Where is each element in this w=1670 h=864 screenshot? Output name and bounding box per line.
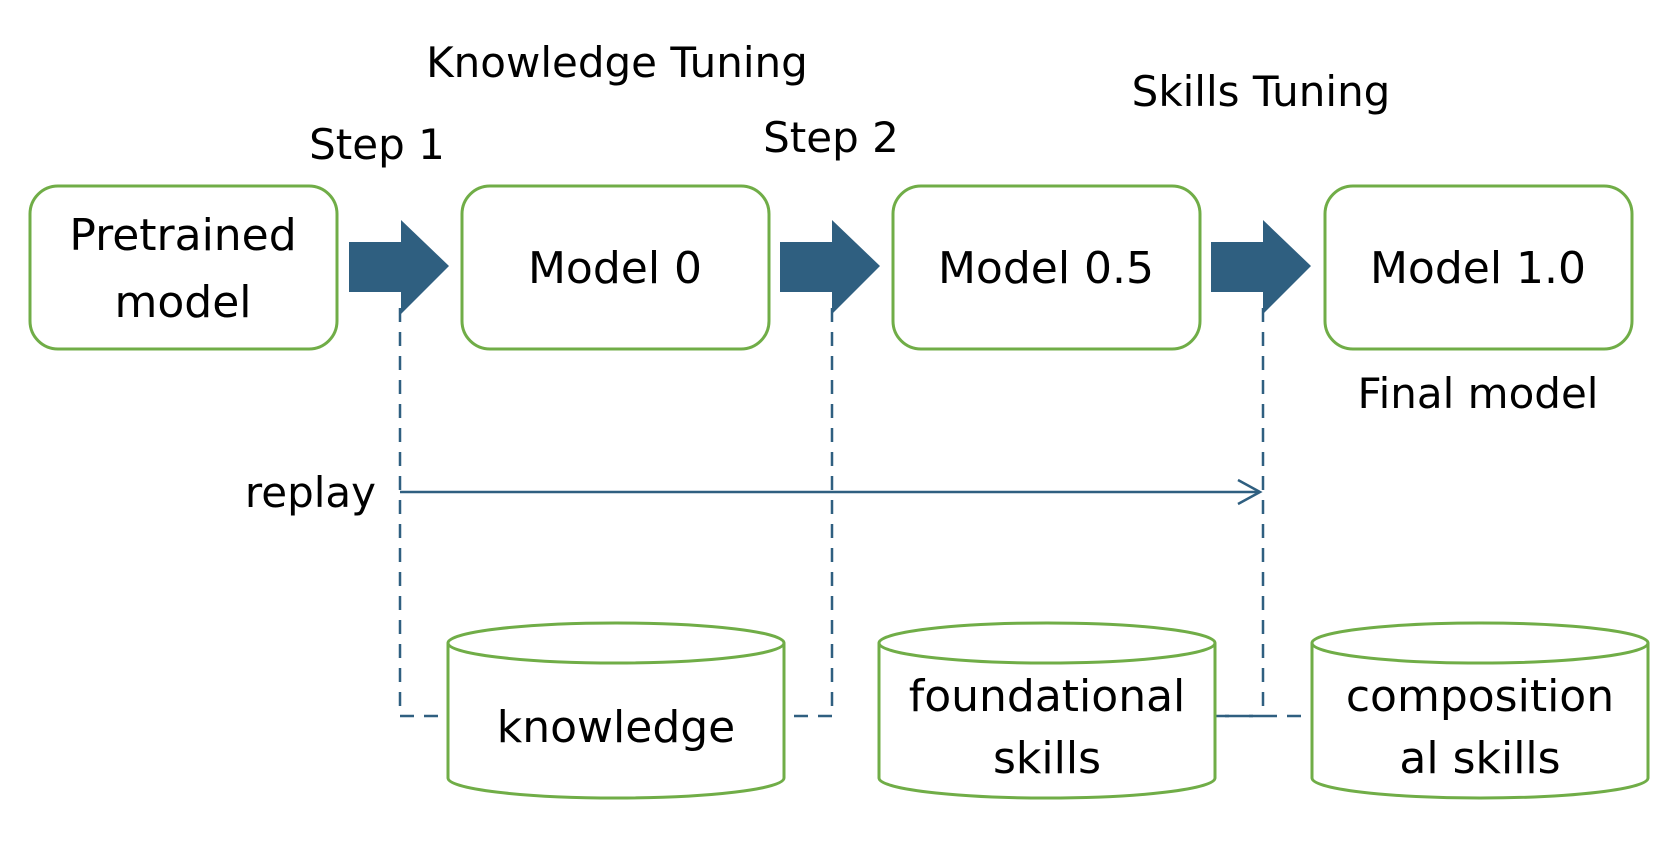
- model-box-0-5: Model 0.5: [891, 184, 1202, 351]
- model-1-0-label: Model 1.0: [1370, 243, 1586, 294]
- dataset-knowledge: knowledge: [446, 621, 786, 800]
- step2-arrow: [780, 220, 880, 314]
- dataset-foundational-line2: skills: [993, 733, 1101, 784]
- dataset-foundational-skills: foundational skills: [877, 621, 1217, 800]
- dataset-foundational-line1: foundational: [909, 671, 1186, 722]
- dataset-compositional-skills: composition al skills: [1310, 621, 1650, 800]
- skills-connector-right: [1214, 308, 1265, 718]
- knowledge-connector-left: [398, 308, 448, 718]
- dataset-compositional-line1: composition: [1346, 671, 1614, 722]
- replay-arrow: [400, 478, 1263, 506]
- model-box-1-0: Model 1.0: [1323, 184, 1634, 351]
- step2-label: Step 2: [763, 113, 899, 162]
- step3-arrow: [1211, 220, 1311, 314]
- model-box-pretrained: Pretrained model: [28, 184, 339, 351]
- skills-tuning-label: Skills Tuning: [1132, 67, 1391, 116]
- model-box-0: Model 0: [460, 184, 771, 351]
- knowledge-connector-right: [784, 308, 834, 718]
- step1-label: Step 1: [309, 120, 445, 169]
- step1-arrow: [349, 220, 449, 314]
- model-pretrained-line1: Pretrained: [69, 210, 296, 261]
- dataset-knowledge-label: knowledge: [497, 702, 736, 753]
- model-0-label: Model 0: [528, 243, 702, 294]
- dataset-compositional-line2: al skills: [1399, 733, 1560, 784]
- model-pretrained-line2: model: [114, 277, 251, 328]
- knowledge-tuning-label: Knowledge Tuning: [426, 38, 808, 87]
- dashed-connectors: [398, 308, 1312, 718]
- model-0-5-label: Model 0.5: [938, 243, 1154, 294]
- final-model-label: Final model: [1358, 369, 1599, 418]
- replay-label: replay: [245, 468, 376, 517]
